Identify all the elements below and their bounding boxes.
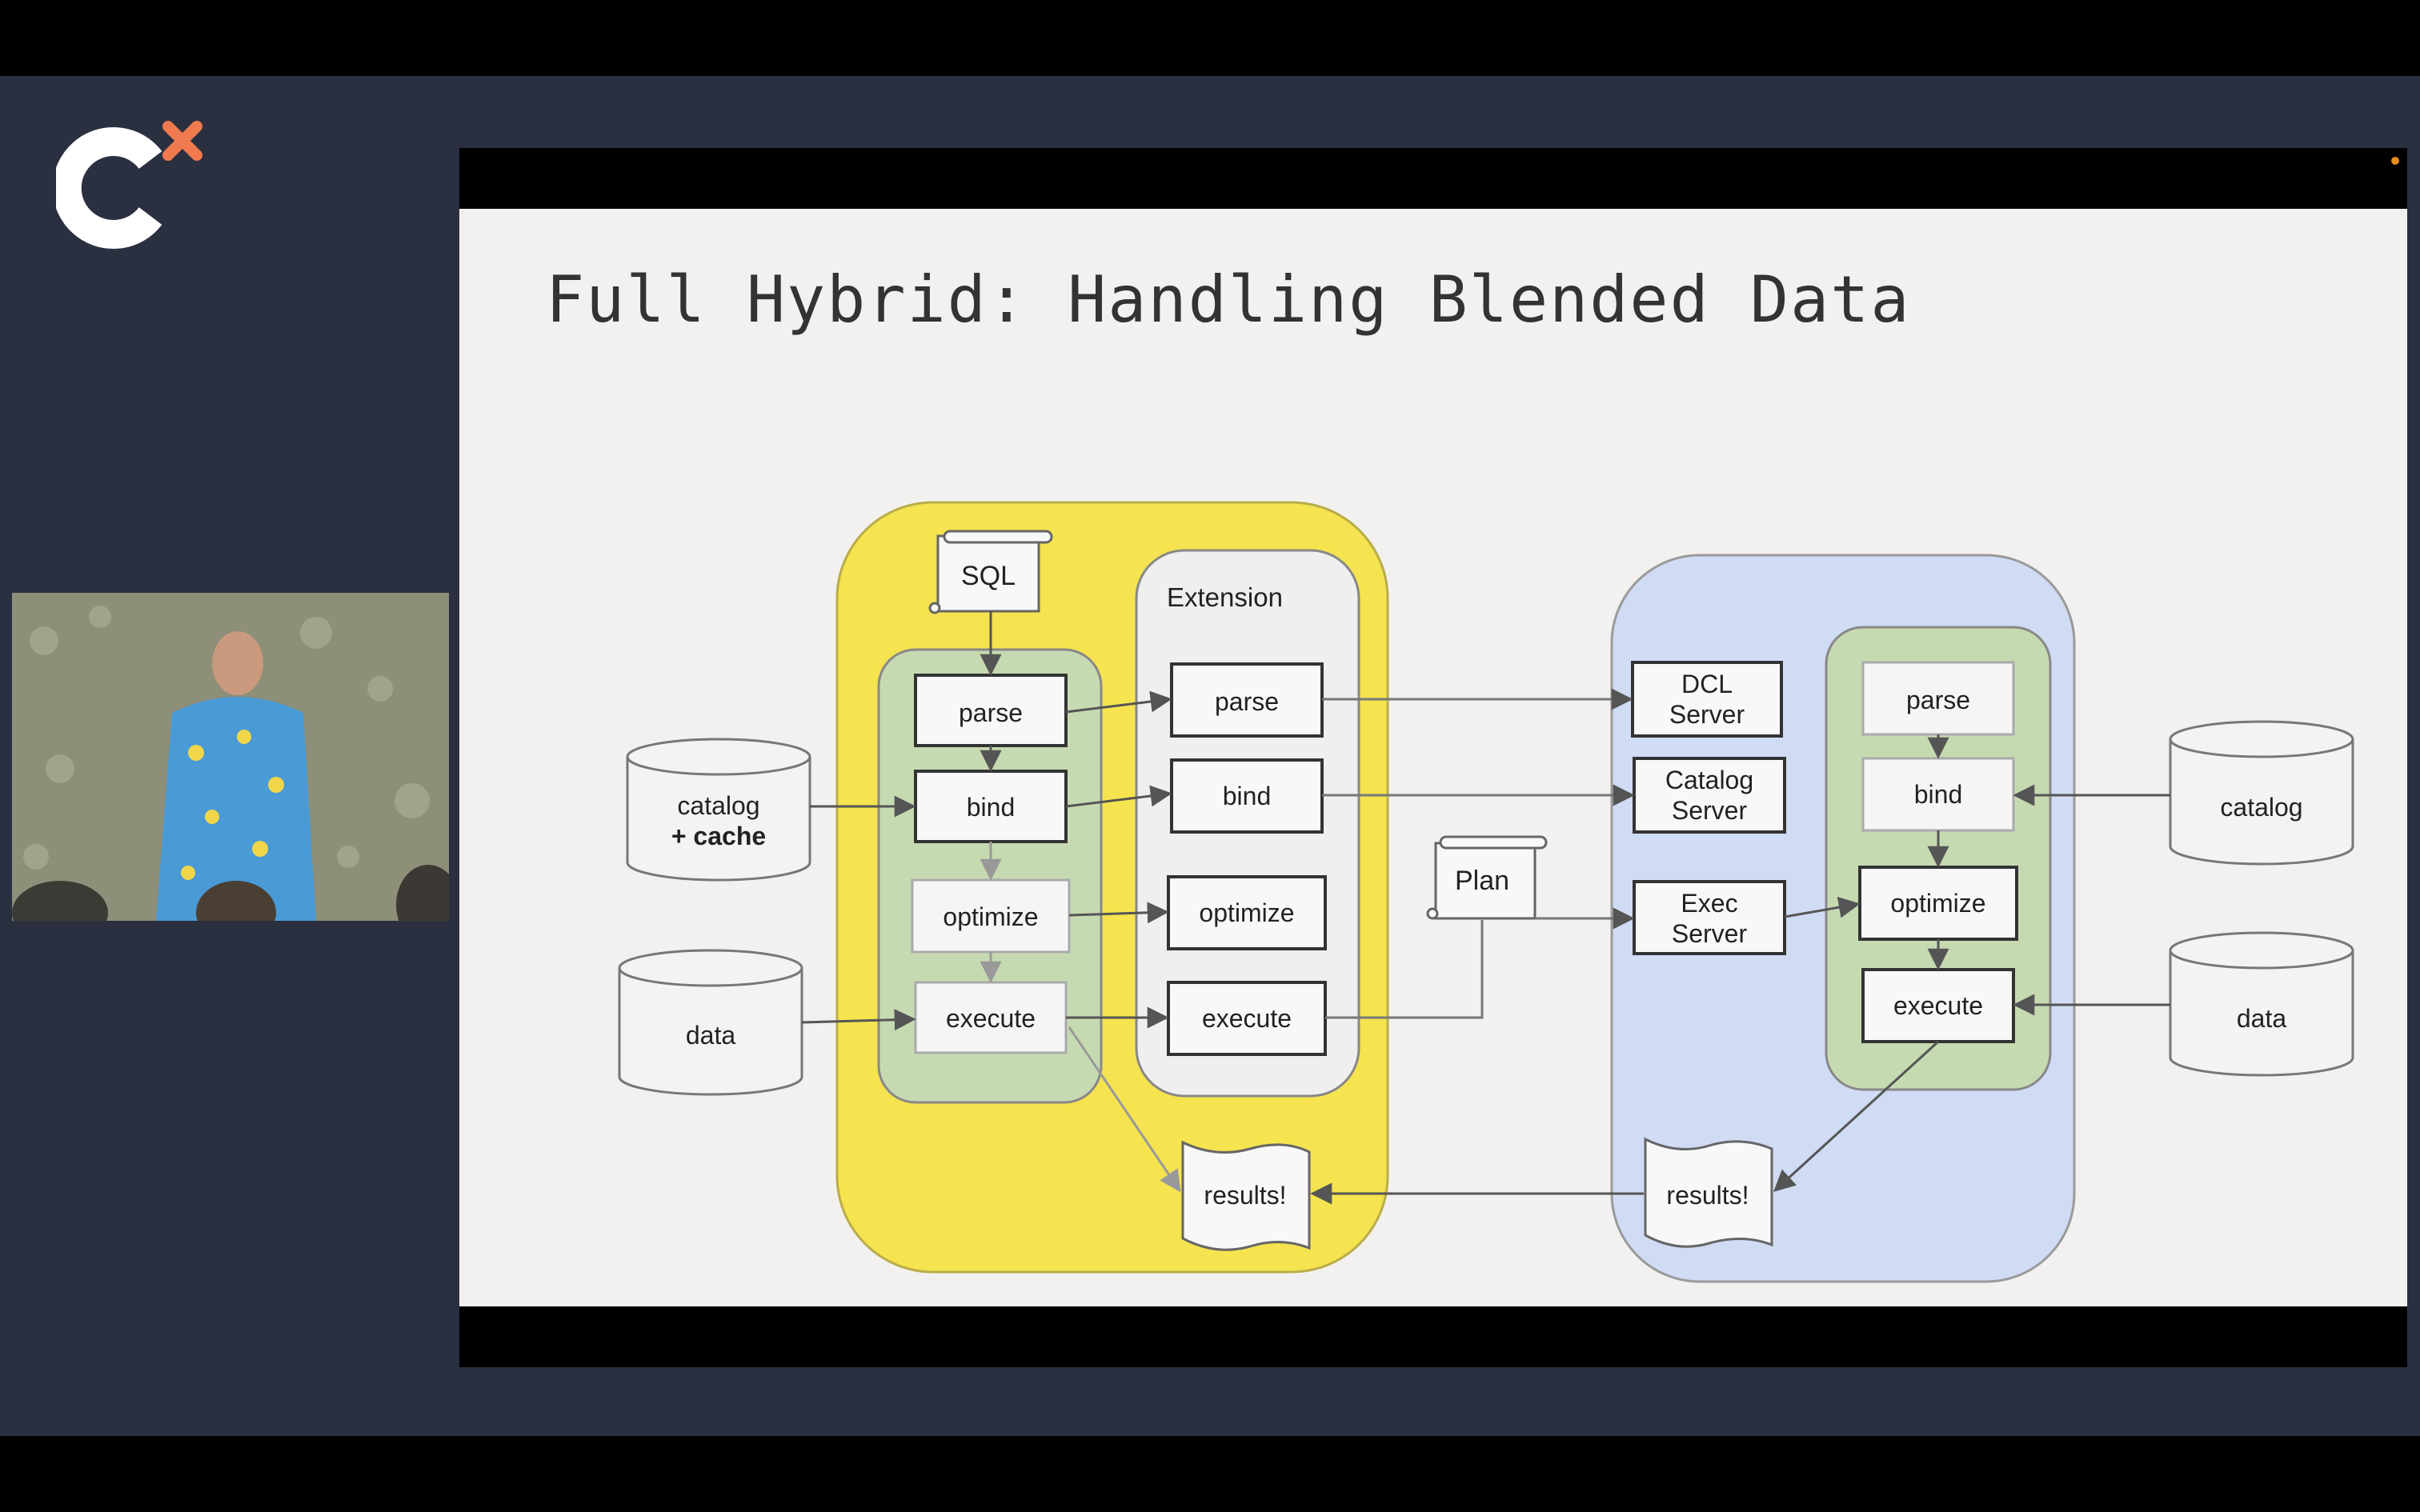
local-execute-box [914,981,1068,1054]
remote-pipeline: parse bind optimize execute [1858,661,2018,1043]
ext-bind-box [1170,758,1324,834]
ext-optimize-label: optimize [1199,898,1294,927]
dcl-server-label-line2: Server [1669,700,1745,729]
remote-optimize-label: optimize [1890,889,1985,918]
right-catalog-label: catalog [2220,793,2302,822]
exec-server-label-line1: Exec [1681,889,1737,918]
right-data-label: data [2237,1004,2286,1033]
recording-indicator [2391,157,2399,165]
results-local-label: results! [1204,1181,1286,1210]
ext-execute-box [1167,981,1327,1056]
ext-execute-label: execute [1202,1004,1292,1033]
extension-label: Extension [1167,582,1283,612]
speaker-video-thumbnail[interactable] [12,593,449,921]
right-data-db [2169,931,2354,1077]
results-local-doc [1181,1140,1311,1251]
remote-execute-label: execute [1893,991,1983,1020]
sql-document-icon [928,530,1053,614]
catalog-server-label-line2: Server [1672,796,1748,825]
dcl-server-label-line1: DCL [1681,670,1733,698]
conference-logo [56,121,202,249]
results-remote-doc [1644,1137,1773,1248]
results-remote-label: results! [1666,1181,1749,1210]
remote-parse-box [1861,661,2015,736]
ext-bind-label: bind [1223,782,1272,810]
remote-parse-label: parse [1906,686,1970,714]
local-parse-label: parse [959,698,1023,727]
left-catalog-db [626,738,811,882]
slide-title: Full Hybrid: Handling Blended Data [546,262,1911,337]
flow-arrows [801,611,2170,1205]
local-execute-label: execute [946,1004,1036,1033]
dcl-server-box [1631,661,1783,738]
remote-bind-label: bind [1914,780,1963,809]
left-catalog-label-line1: catalog [677,791,759,820]
local-parse-box [914,674,1068,747]
sql-label: SQL [961,561,1016,591]
local-bind-label: bind [967,793,1016,822]
local-optimize-label: optimize [943,902,1038,931]
left-catalog-label-line2: + cache [671,822,766,850]
remote-optimize-box [1858,866,2018,941]
catalog-server-label-line1: Catalog [1665,766,1753,794]
ext-parse-label: parse [1215,687,1279,716]
left-data-db [618,949,803,1096]
exec-server-label-line2: Server [1672,919,1748,948]
plan-label: Plan [1455,866,1509,896]
local-pipeline: parse bind optimize execute [911,674,1071,1054]
left-data-label: data [686,1021,735,1050]
plan-document-icon [1426,835,1548,920]
servers: DCL Server Catalog Server Exec Server [1631,661,1786,955]
right-catalog-db [2169,720,2354,866]
